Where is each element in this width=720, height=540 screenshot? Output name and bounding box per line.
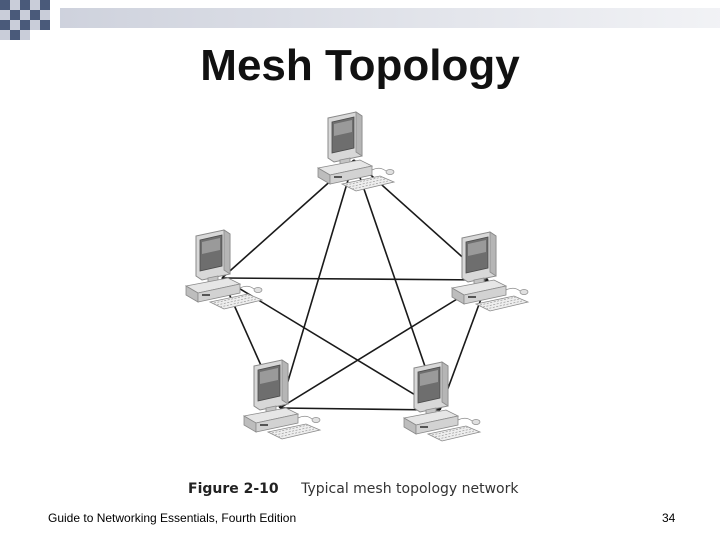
figure-number: Figure 2-10 <box>188 481 279 497</box>
computer-icon-left <box>184 229 264 310</box>
link-top-bottom-left <box>279 159 355 409</box>
link-right-bottom-left <box>279 279 489 409</box>
footer-book-title: Guide to Networking Essentials, Fourth E… <box>48 511 297 525</box>
figure-caption-text: Typical mesh topology network <box>301 481 519 497</box>
page-number: 34 <box>662 511 676 525</box>
computer-icon-top <box>316 111 396 192</box>
mesh-nodes <box>184 111 530 442</box>
computer-icon-bottom-left <box>242 359 322 440</box>
figure-caption: Figure 2-10 Typical mesh topology networ… <box>188 481 518 497</box>
checker-squares <box>0 0 50 40</box>
computer-icon-bottom-right <box>402 361 482 442</box>
computer-icon-right <box>450 231 530 312</box>
header-checker-pattern <box>0 0 720 40</box>
slide-title: Mesh Topology <box>200 41 520 90</box>
link-bottom-left-bottom-right <box>279 407 441 411</box>
mesh-topology-diagram <box>184 111 530 442</box>
link-left-right <box>221 277 489 281</box>
